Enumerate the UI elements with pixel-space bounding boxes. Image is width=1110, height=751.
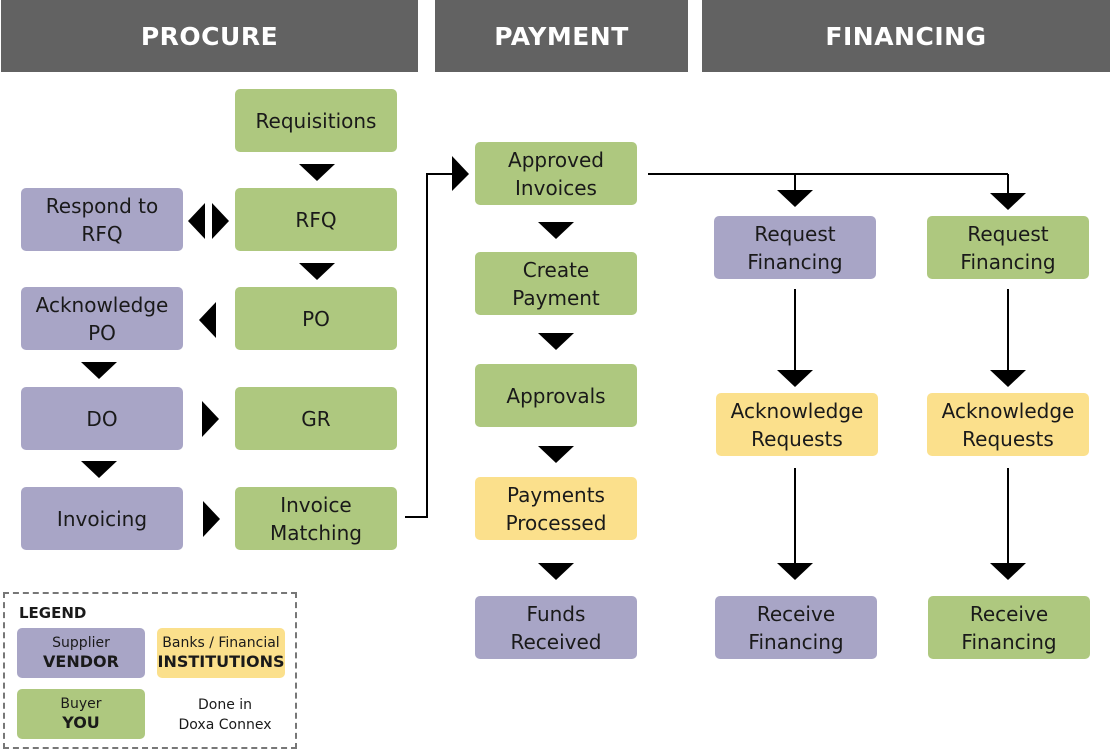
arrow-left-rfq-respond	[188, 203, 205, 239]
box-receive-financing-vendor: Receive Financing	[715, 596, 877, 659]
arrow-down-do-invoicing	[81, 461, 117, 478]
legend-buyer: Buyer YOU	[17, 689, 145, 739]
box-rfq: RFQ	[235, 188, 397, 251]
box-receive-financing-buyer: Receive Financing	[928, 596, 1090, 659]
legend-bank: Banks / Financial INSTITUTIONS	[157, 628, 285, 678]
box-requisitions: Requisitions	[235, 89, 397, 152]
arrow-down-processed-funds	[538, 563, 574, 580]
arrow-left-po-ack	[199, 302, 216, 338]
box-do: DO	[21, 387, 183, 450]
box-payments-processed: Payments Processed	[475, 477, 637, 540]
box-respond-to-rfq: Respond to RFQ	[21, 188, 183, 251]
arrow-right-respond-rfq	[212, 203, 229, 239]
header-financing: FINANCING	[702, 0, 1110, 72]
connector-invoice-matching-to-approved	[405, 173, 452, 518]
box-invoicing: Invoicing	[21, 487, 183, 550]
legend-bank-big: INSTITUTIONS	[157, 652, 285, 671]
legend-note-line2: Doxa Connex	[178, 717, 272, 733]
box-funds-received: Funds Received	[475, 596, 637, 659]
box-request-financing-vendor: Request Financing	[714, 216, 876, 279]
box-acknowledge-requests-right: Acknowledge Requests	[927, 393, 1089, 456]
box-gr: GR	[235, 387, 397, 450]
box-approved-invoices: Approved Invoices	[475, 142, 637, 205]
arrow-down-rfq-po	[299, 263, 335, 280]
legend-buyer-big: YOU	[62, 713, 100, 732]
legend-note-line1: Done in	[197, 697, 253, 713]
arrow-right-invoicing-matching	[203, 501, 220, 537]
box-request-financing-buyer: Request Financing	[927, 216, 1089, 279]
header-payment: PAYMENT	[435, 0, 688, 72]
legend-note: Done in Doxa Connex	[157, 695, 293, 735]
box-acknowledge-po: Acknowledge PO	[21, 287, 183, 350]
arrow-down-right-receive	[990, 563, 1026, 580]
arrow-down-right-ack	[990, 370, 1026, 387]
box-po: PO	[235, 287, 397, 350]
legend-buyer-small: Buyer	[60, 696, 102, 712]
legend-vendor-small: Supplier	[52, 635, 110, 651]
legend-title: LEGEND	[19, 604, 87, 622]
arrow-down-requisitions-rfq	[299, 164, 335, 181]
arrow-down-left-ack	[777, 370, 813, 387]
legend-bank-small: Banks / Financial	[162, 635, 280, 651]
box-approvals: Approvals	[475, 364, 637, 427]
arrow-down-right-request	[990, 193, 1026, 210]
arrow-down-left-request	[777, 190, 813, 207]
arrow-down-ackpo-do	[81, 362, 117, 379]
arrow-right-do-gr	[202, 401, 219, 437]
box-acknowledge-requests-left: Acknowledge Requests	[716, 393, 878, 456]
legend: LEGEND Supplier VENDOR Banks / Financial…	[3, 592, 297, 749]
box-create-payment: Create Payment	[475, 252, 637, 315]
legend-vendor-big: VENDOR	[43, 652, 119, 671]
box-invoice-matching: Invoice Matching	[235, 487, 397, 550]
header-procure: PROCURE	[1, 0, 418, 72]
arrow-down-left-receive	[777, 563, 813, 580]
arrow-down-create-approvals	[538, 333, 574, 350]
legend-vendor: Supplier VENDOR	[17, 628, 145, 678]
arrow-down-approved-create	[538, 222, 574, 239]
arrow-right-into-approved	[452, 156, 469, 191]
arrow-down-approvals-processed	[538, 446, 574, 463]
